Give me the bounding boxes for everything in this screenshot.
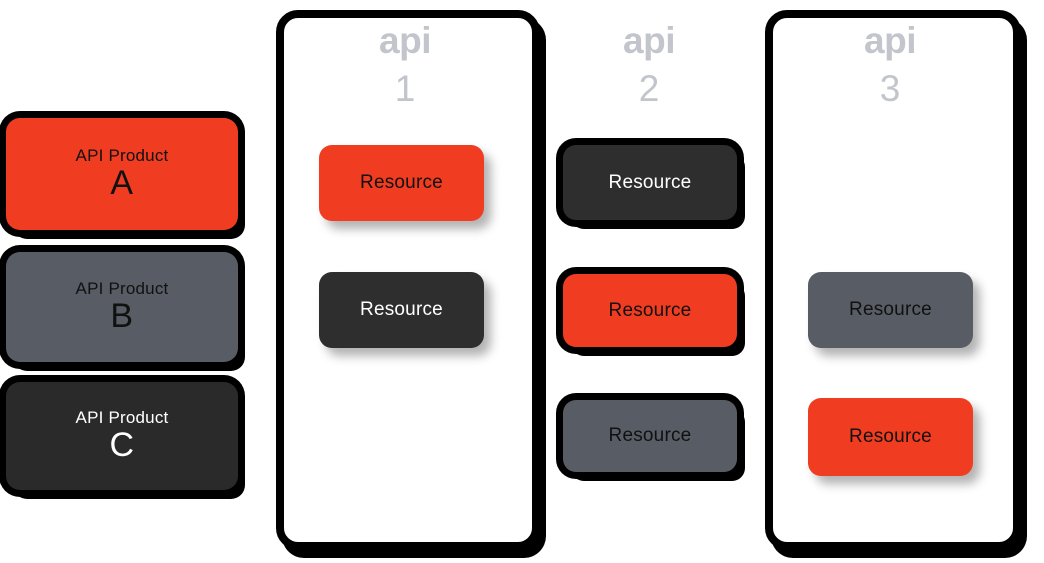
api-label-number: 2 xyxy=(638,68,660,109)
api-label-3: api 3 xyxy=(765,22,1015,107)
resource-chip[interactable]: Resource xyxy=(319,272,484,348)
api-label-1: api 1 xyxy=(276,22,534,107)
api-product-letter: C xyxy=(109,425,135,464)
resource-label: Resource xyxy=(360,299,443,320)
api-label-number: 3 xyxy=(879,68,901,109)
api-label-word: api xyxy=(864,20,916,61)
api-label-2: api 2 xyxy=(556,22,742,107)
resource-label: Resource xyxy=(608,425,692,446)
resource-chip[interactable]: Resource xyxy=(319,145,484,221)
resource-chip[interactable]: Resource xyxy=(808,398,973,476)
resource-label: Resource xyxy=(849,426,932,447)
api-product-title: API Product xyxy=(75,278,169,298)
api-product-title: API Product xyxy=(75,407,169,427)
api-label-word: api xyxy=(379,20,431,61)
api-label-word: api xyxy=(623,20,675,61)
resource-chip[interactable]: Resource xyxy=(808,272,973,348)
api-product-card-b[interactable]: API Product B xyxy=(6,252,238,362)
api-product-title: API Product xyxy=(75,145,169,165)
resource-chip[interactable]: Resource xyxy=(563,274,737,347)
api-product-letter: A xyxy=(110,163,134,202)
resource-label: Resource xyxy=(608,171,692,193)
resource-label: Resource xyxy=(360,172,443,193)
resource-chip[interactable]: Resource xyxy=(563,400,737,472)
resource-label: Resource xyxy=(849,299,932,320)
api-product-letter: B xyxy=(110,296,134,335)
resource-chip[interactable]: Resource xyxy=(563,145,737,220)
resource-label: Resource xyxy=(608,299,692,321)
api-label-number: 1 xyxy=(394,68,416,109)
api-product-card-a[interactable]: API Product A xyxy=(6,118,238,230)
api-product-card-c[interactable]: API Product C xyxy=(6,382,238,490)
